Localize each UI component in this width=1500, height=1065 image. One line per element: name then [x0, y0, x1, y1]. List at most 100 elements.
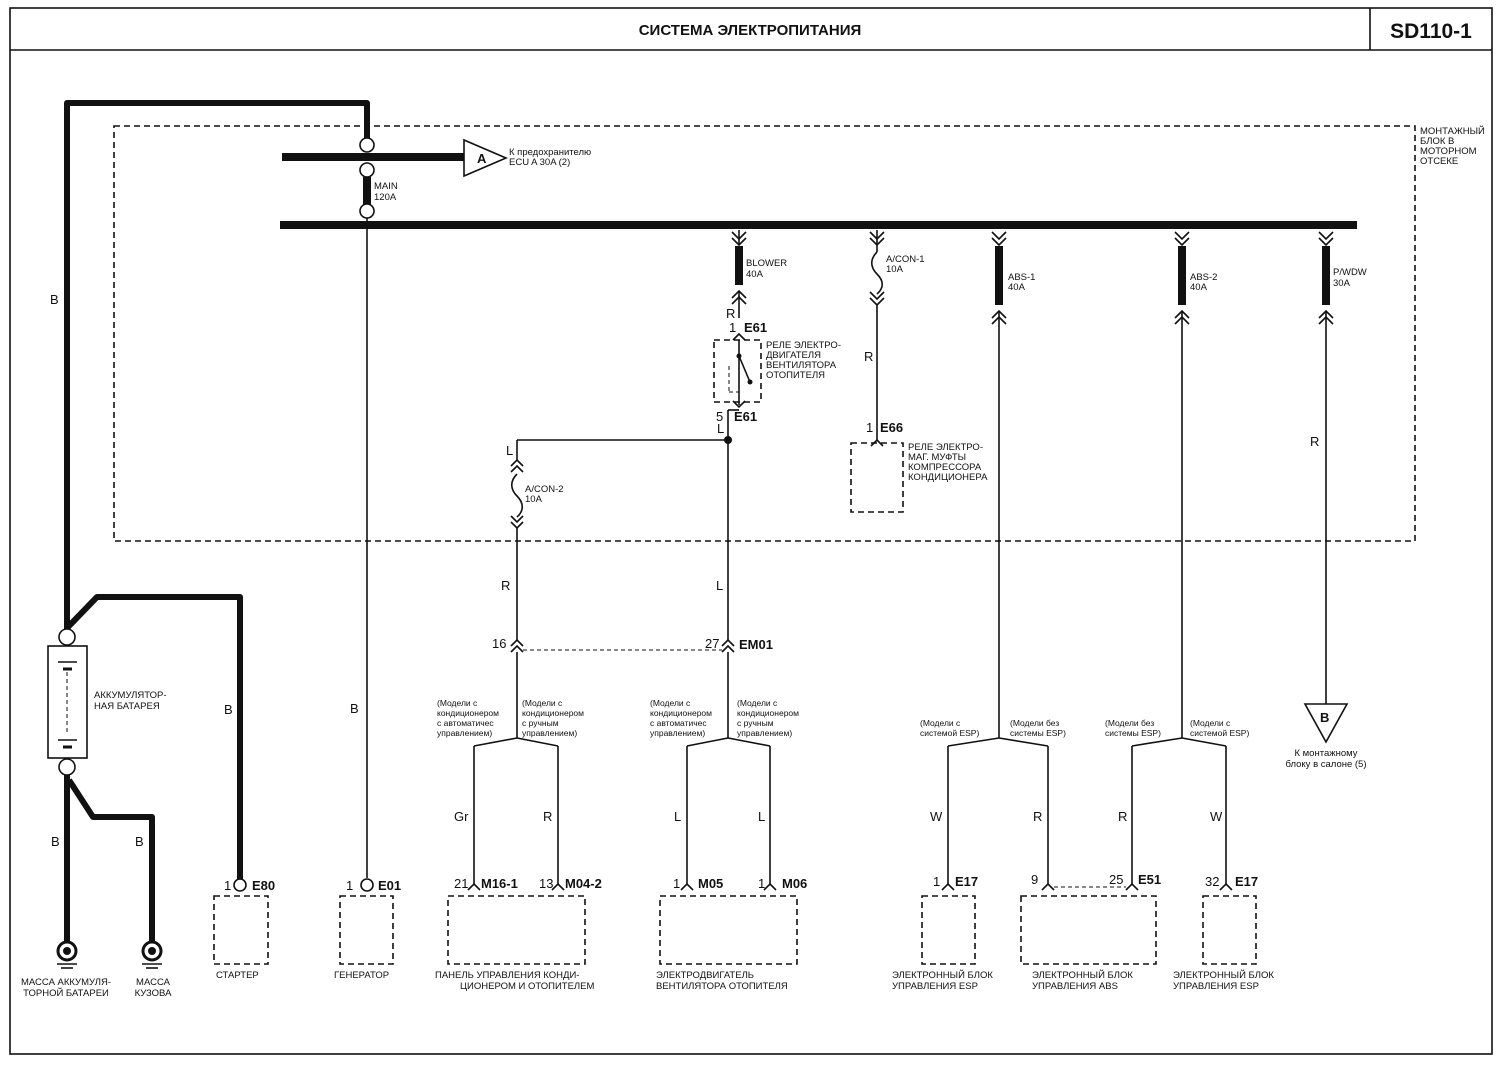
abs-label-line1: ЭЛЕКТРОННЫЙ БЛОК [1032, 969, 1133, 981]
esp2-label-line1: ЭЛЕКТРОННЫЙ БЛОК [1173, 969, 1274, 981]
svg-text:(Модели с: (Модели с [1190, 718, 1231, 728]
svg-text:(Модели без: (Модели без [1010, 718, 1059, 728]
generator-pin: 1 [346, 878, 353, 893]
wire-color-abs-pin25: R [1118, 809, 1127, 824]
starter-connector: E80 [252, 878, 275, 893]
starter-box [213, 895, 269, 965]
panel-connector-m16: M16-1 [481, 876, 518, 891]
motor-connector-m06: M06 [782, 876, 807, 891]
compressor-relay-label: РЕЛЕ ЭЛЕКТРО- МАГ. МУФТЫ КОМПРЕССОРА КОН… [908, 442, 988, 483]
engine-fuse-block-label: МОНТАЖНЫЙ БЛОК В МОТОРНОМ ОТСЕКЕ [1420, 125, 1485, 167]
svg-text:BLOWER: BLOWER [746, 258, 787, 269]
svg-text:40A: 40A [746, 269, 764, 280]
fuse-abs2: ABS-2 40A [1174, 231, 1217, 325]
starter-wire [64, 594, 243, 882]
svg-text:с автоматичес: с автоматичес [437, 718, 494, 728]
svg-text:40A: 40A [1008, 282, 1026, 293]
abs-pin-9: 9 [1031, 872, 1038, 887]
e61-connector-bottom: E61 [734, 409, 757, 424]
wire-color-blower-feed: R [726, 306, 735, 321]
generator-label: ГЕНЕРАТОР [334, 970, 389, 981]
esp1-chevron [941, 882, 955, 891]
variant-note-manual-ac-panel: (Модели с кондиционером с ручным управле… [522, 698, 584, 738]
battery-positive-wire [64, 100, 370, 634]
wire-color-abs-pin9: R [1033, 809, 1042, 824]
svg-text:кондиционером: кондиционером [737, 708, 799, 718]
wire-color-motor-feed: L [716, 578, 723, 593]
wire-color-pwdw: R [1310, 434, 1319, 449]
wire-color-acon2-out: R [501, 578, 510, 593]
esp-unit-box-2 [1202, 895, 1257, 965]
starter-label: СТАРТЕР [216, 970, 259, 981]
variant-note-auto-ac-motor: (Модели с кондиционером с автоматичес уп… [650, 698, 712, 738]
blower-motor-box [659, 895, 798, 965]
wire-color-battery-positive: B [50, 292, 59, 307]
reference-a-text-line1: К предохранителю [509, 147, 591, 158]
fuse-blower: BLOWER 40A [731, 230, 787, 318]
starter-terminal [233, 878, 247, 892]
e61-pin5-chevron [732, 400, 746, 409]
panel-pin21-chevron [467, 882, 481, 891]
esp2-pin: 32 [1205, 874, 1219, 889]
wire-color-relay-out: L [717, 421, 724, 436]
svg-text:системой ESP): системой ESP) [920, 728, 979, 738]
svg-text:ОТОПИТЕЛЯ: ОТОПИТЕЛЯ [766, 370, 825, 381]
svg-text:управлением): управлением) [737, 728, 792, 738]
variant-note-with-esp-1: (Модели с системой ESP) [920, 718, 979, 738]
svg-text:10A: 10A [886, 264, 904, 275]
reference-a-letter: A [477, 151, 487, 166]
abs-label-line2: УПРАВЛЕНИЯ ABS [1032, 981, 1118, 992]
panel-feed-split-left [473, 737, 518, 747]
wire-color-acon2-branch: L [506, 443, 513, 458]
reference-b-marker [1303, 703, 1349, 744]
svg-text:ВЕНТИЛЯТОРА: ВЕНТИЛЯТОРА [766, 360, 837, 371]
battery-ground-symbol [56, 940, 78, 969]
blower-relay-contact-bottom [747, 379, 753, 385]
motor-feed-split-left [686, 737, 729, 747]
svg-text:A/CON-1: A/CON-1 [886, 254, 925, 265]
motor-connector-m05: M05 [698, 876, 723, 891]
svg-text:БЛОК В: БЛОК В [1420, 136, 1454, 147]
em01-pin-16: 16 [492, 636, 506, 651]
svg-text:управлением): управлением) [437, 728, 492, 738]
svg-text:(Модели с: (Модели с [920, 718, 961, 728]
ac-panel-label-line1: ПАНЕЛЬ УПРАВЛЕНИЯ КОНДИ- [435, 970, 579, 981]
battery-ground-label-line1: МАССА АККУМУЛЯ- [21, 977, 111, 988]
blower-motor-label-line2: ВЕНТИЛЯТОРА ОТОПИТЕЛЯ [656, 981, 788, 992]
reference-b-text-line1: К монтажному [1294, 748, 1357, 759]
blower-motor-label-line1: ЭЛЕКТРОДВИГАТЕЛЬ [656, 970, 754, 981]
panel-connector-m04: M04-2 [565, 876, 602, 891]
reference-b-text-line2: блоку в салоне (5) [1285, 759, 1366, 770]
svg-text:системы ESP): системы ESP) [1105, 728, 1161, 738]
em01-pin27-chevron [721, 638, 735, 653]
wire-color-body-ground: B [135, 834, 144, 849]
svg-text:с автоматичес: с автоматичес [650, 718, 707, 728]
wire-color-esp2-w: W [1210, 809, 1223, 824]
svg-text:ДВИГАТЕЛЯ: ДВИГАТЕЛЯ [766, 350, 821, 361]
engine-fuse-block-boundary [113, 125, 1416, 542]
battery-label-line2: НАЯ БАТАРЕЯ [94, 701, 160, 712]
abs-pin25-chevron [1125, 882, 1139, 891]
esp1-label-line1: ЭЛЕКТРОННЫЙ БЛОК [892, 969, 993, 981]
svg-text:МАГ. МУФТЫ: МАГ. МУФТЫ [908, 452, 966, 463]
reference-a-marker [463, 138, 509, 178]
abs2-split-right [1181, 737, 1227, 747]
svg-text:кондиционером: кондиционером [650, 708, 712, 718]
e66-chevron [870, 438, 884, 447]
variant-note-with-esp-2: (Модели с системой ESP) [1190, 718, 1249, 738]
svg-text:с ручным: с ручным [737, 718, 774, 728]
em01-connector: EM01 [739, 637, 773, 652]
svg-text:управлением): управлением) [650, 728, 705, 738]
blower-relay-switch-arm [738, 355, 751, 383]
abs1-split-left [947, 737, 1000, 747]
battery-ground-label-line2: ТОРНОЙ БАТАРЕИ [23, 987, 109, 999]
esp2-chevron [1219, 882, 1233, 891]
main-fuse-rating: 120A [374, 192, 397, 203]
svg-text:(Модели без: (Модели без [1105, 718, 1154, 728]
svg-text:КОНДИЦИОНЕРА: КОНДИЦИОНЕРА [908, 472, 988, 483]
abs-connector: E51 [1138, 872, 1161, 887]
main-fuse-terminal-bottom [359, 203, 375, 219]
blower-relay-coil [728, 366, 739, 393]
